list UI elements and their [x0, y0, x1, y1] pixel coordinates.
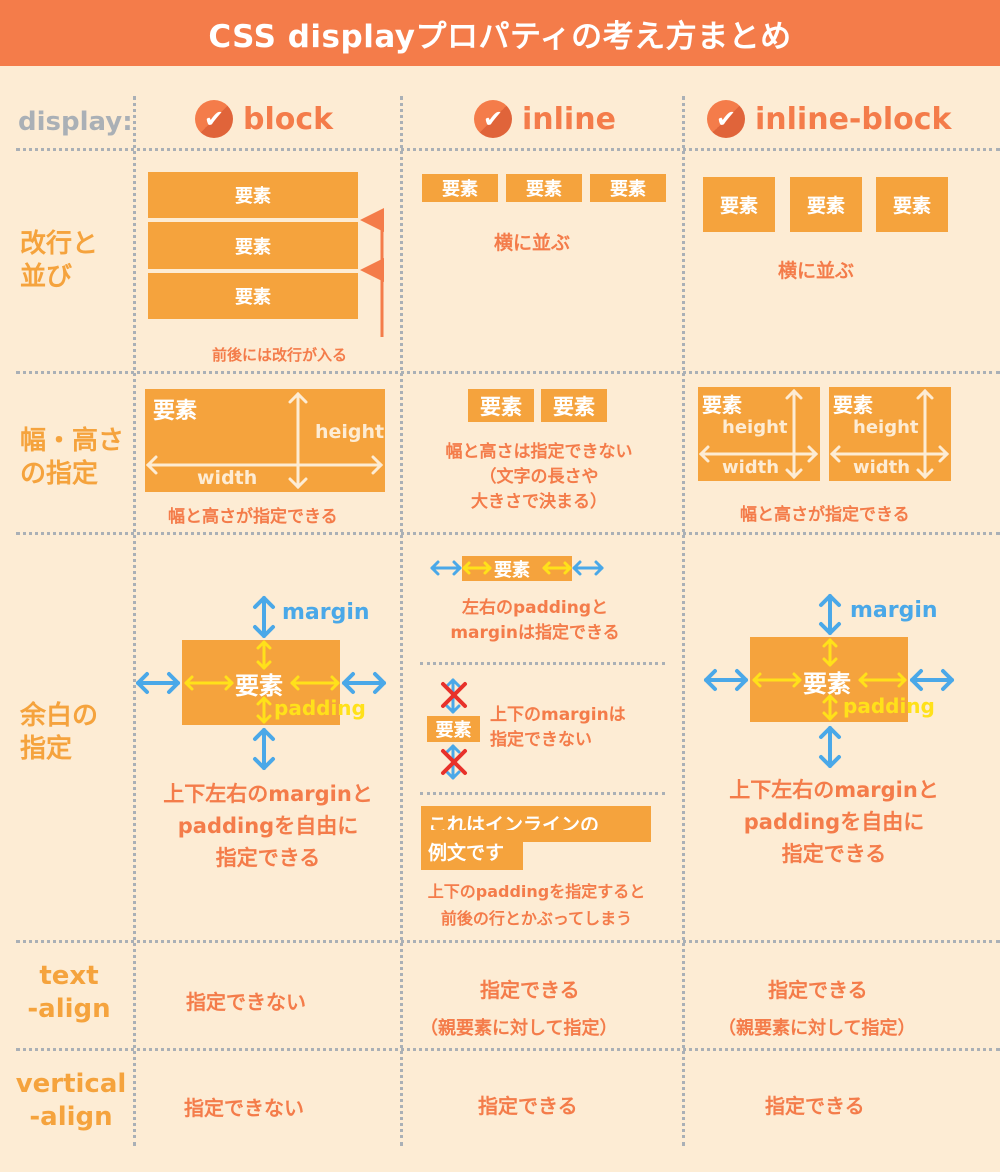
element-label: 要素: [153, 399, 198, 424]
inline-padding-arrows: [462, 561, 572, 575]
text-align-inline-block-sub: （親要素に対して指定）: [718, 1018, 916, 1039]
inline-block-sized-element: 要素 height width: [829, 387, 951, 481]
text-align-inline: 指定できる: [480, 978, 580, 1002]
width-label: width: [853, 457, 911, 478]
column-header-inline-block: ✔ inline-block: [707, 100, 951, 138]
block-element: 要素: [148, 273, 358, 319]
height-label: height: [722, 417, 788, 438]
block-element: 要素: [148, 172, 358, 218]
inline-example-text-2: 例文です: [428, 842, 505, 864]
cross-icon: [441, 682, 467, 708]
check-circle-icon: ✔: [195, 100, 233, 138]
margin-label: margin: [850, 598, 938, 623]
inline-element: 要素: [541, 389, 607, 422]
vertical-align-inline-block: 指定できる: [765, 1094, 865, 1118]
inline-block-size-note: 幅と高さが指定できる: [740, 505, 910, 525]
grid-line: [16, 148, 1000, 151]
column-header-label: inline-block: [755, 101, 952, 137]
row-label-vertical-align: vertical -align: [15, 1069, 127, 1132]
inline-spacing-note-overlap: 上下のpaddingを指定すると 前後の行とかぶってしまう: [427, 882, 646, 928]
element-label: 要素: [702, 393, 742, 417]
padding-arrows: [184, 640, 340, 724]
block-spacing-note: 上下左右のmarginと paddingを自由に 指定できる: [163, 782, 373, 870]
page-title: CSS displayプロパティの考え方まとめ: [0, 0, 1000, 66]
column-header-label: inline: [522, 101, 616, 137]
grid-line: [16, 1048, 1000, 1051]
text-align-block: 指定できない: [186, 990, 306, 1014]
grid-line: [420, 792, 665, 795]
inline-size-note: 幅と高さは指定できない （文字の長さや 大きさで決まる）: [445, 442, 633, 512]
height-label: height: [315, 421, 385, 443]
padding-label: padding: [843, 694, 935, 718]
cross-icon: [441, 749, 467, 775]
text-align-inline-sub: （親要素に対して指定）: [420, 1018, 618, 1039]
inline-element: 要素: [590, 174, 666, 202]
row-label-size: 幅・高さ の指定: [20, 426, 125, 489]
vertical-align-inline: 指定できる: [478, 1094, 578, 1118]
width-height-arrows: [145, 388, 950, 490]
inline-block-spacing-note: 上下左右のmarginと paddingを自由に 指定できる: [729, 778, 939, 866]
grid-line: [16, 940, 1000, 943]
margin-arrows: [136, 596, 386, 770]
inline-block-element: 要素: [790, 177, 862, 232]
inline-example-text-1: これはインラインの: [428, 814, 600, 830]
element-label: 要素: [235, 672, 283, 700]
margin-arrows: [704, 594, 954, 768]
inline-block-element: 要素: [876, 177, 948, 232]
padding-arrows: [752, 638, 907, 721]
width-label: width: [197, 467, 258, 489]
column-header-block: ✔ block: [195, 100, 333, 138]
padding-label: padding: [274, 696, 366, 720]
grid-line: [682, 96, 685, 1146]
block-size-note: 幅と高さが指定できる: [168, 507, 338, 527]
block-sized-element: 要素 height width: [145, 389, 385, 492]
element-label: 要素: [494, 560, 530, 581]
row-label-spacing: 余白の 指定: [20, 701, 99, 764]
inline-block-sized-element: 要素 height width: [698, 387, 820, 481]
vertical-align-block: 指定できない: [184, 1096, 304, 1120]
text-align-inline-block: 指定できる: [768, 978, 868, 1002]
margin-label: margin: [282, 600, 370, 625]
row-label-text-align: text -align: [27, 961, 111, 1024]
inline-block-linebreak-note: 横に並ぶ: [778, 260, 855, 282]
grid-line: [133, 96, 136, 1146]
block-linebreak-note: 前後には改行が入る: [212, 346, 348, 364]
row-label-linebreak: 改行と 並び: [20, 229, 99, 292]
inline-block-element: 要素: [703, 177, 775, 232]
inline-example-line-2: [421, 836, 523, 870]
inline-element: 要素: [506, 174, 582, 202]
inline-linebreak-note: 横に並ぶ: [494, 232, 571, 254]
inline-spacing-note-lr: 左右のpaddingと marginは指定できる: [450, 598, 620, 643]
grid-line: [420, 662, 665, 665]
grid-line: [16, 532, 1000, 535]
inline-element: 要素: [427, 716, 480, 742]
grid-line: [400, 96, 403, 1146]
inline-element: 要素: [422, 174, 498, 202]
column-header-inline: ✔ inline: [474, 100, 616, 138]
check-circle-icon: ✔: [707, 100, 745, 138]
inline-element: 要素: [468, 389, 534, 422]
column-header-label: block: [243, 101, 334, 137]
linebreak-arrow: [360, 208, 384, 337]
grid-line: [16, 371, 1000, 374]
display-label: display:: [18, 107, 133, 137]
height-label: height: [853, 417, 919, 438]
width-label: width: [722, 457, 780, 478]
inline-spacing-note-tb: 上下のmarginは 指定できない: [490, 705, 626, 750]
check-circle-icon: ✔: [474, 100, 512, 138]
element-label: 要素: [833, 393, 873, 417]
block-element: 要素: [148, 222, 358, 269]
inline-margin-arrows: [430, 560, 604, 576]
element-label: 要素: [803, 670, 851, 698]
